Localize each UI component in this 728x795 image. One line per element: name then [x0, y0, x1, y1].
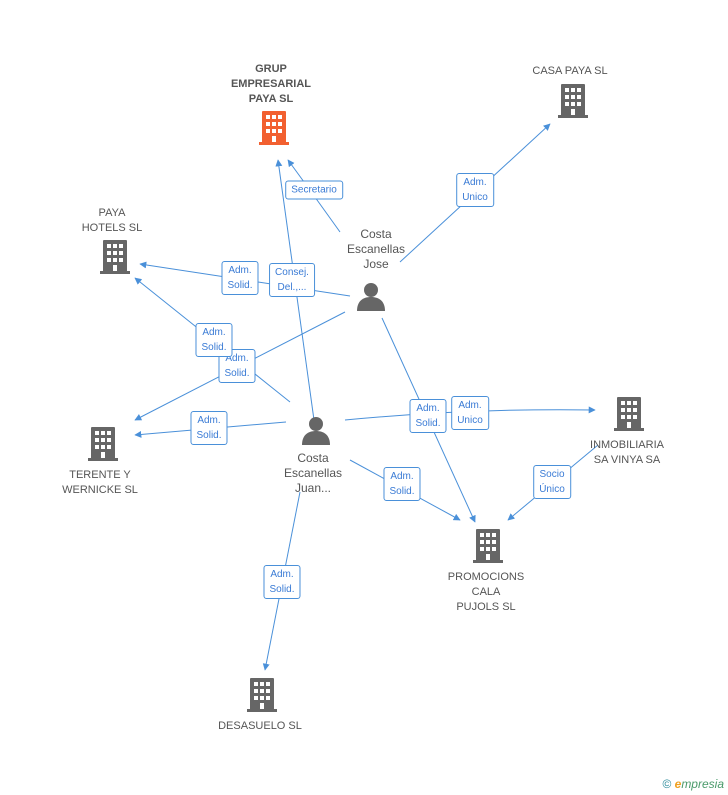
edge-label-line: Del.,... — [277, 282, 307, 293]
edge-label-line: Adm. — [228, 265, 252, 276]
hotels-node-label[interactable]: PAYA HOTELS SL — [82, 206, 143, 236]
node-label-line: Jose — [363, 257, 389, 271]
edge-label-line: Adm. — [197, 415, 221, 426]
edge-label-line: Consej. — [275, 267, 309, 278]
edge-label-line: Solid. — [389, 486, 415, 497]
casa-node-label[interactable]: CASA PAYA SL — [532, 64, 607, 79]
grup-node-label[interactable]: GRUP EMPRESARIAL PAYA SL — [231, 62, 311, 107]
node-label-line: Escanellas — [283, 466, 343, 480]
edge-label-jose-to-grup[interactable]: Secretario — [285, 180, 343, 200]
edge-label-line: Adm. — [202, 327, 226, 338]
edge-label-line: Solid. — [227, 280, 253, 291]
hotels-building-icon[interactable] — [100, 240, 130, 274]
node-label-line: PAYA SL — [248, 93, 294, 105]
node-label-line: Escanellas — [346, 242, 406, 256]
edge-label-line: Solid. — [415, 418, 441, 429]
edge-label-juan-to-desasuelo[interactable]: Adm. Solid. — [263, 565, 301, 599]
promo-node-label[interactable]: PROMOCIONS CALA PUJOLS SL — [448, 570, 524, 615]
promo-building-icon[interactable] — [473, 529, 503, 563]
edge-label-line: Adm. — [390, 471, 414, 482]
node-label-line: Costa — [360, 227, 392, 241]
jose-person-icon[interactable] — [357, 283, 385, 311]
node-label-line: GRUP — [255, 63, 287, 75]
desasuelo-building-icon[interactable] — [247, 678, 277, 712]
edge-label-line: Socio — [539, 469, 565, 480]
node-label-line: WERNICKE SL — [62, 484, 138, 496]
edge-label-line: Secretario — [291, 184, 337, 196]
node-label-line: PAYA — [98, 207, 126, 219]
inmob-node-label[interactable]: INMOBILIARIA SA VINYA SA — [590, 438, 664, 468]
juan-person-icon[interactable] — [302, 417, 330, 445]
node-label-line: Juan... — [294, 481, 332, 495]
node-label-line: TERENTE Y — [69, 469, 131, 481]
node-label-line: PROMOCIONS — [447, 571, 525, 583]
terente-node-label[interactable]: TERENTE Y WERNICKE SL — [62, 468, 138, 498]
edge-label-line: Adm. — [416, 403, 440, 414]
edge-label-juan-to-promo[interactable]: Adm. Solid. — [383, 467, 421, 501]
edge-label-line: Adm. — [270, 569, 294, 580]
edge-label-line: Adm. — [458, 400, 482, 411]
node-label-line: DESASUELO SL — [218, 720, 302, 732]
edge-label-line: Unico — [457, 415, 483, 426]
edge-label-line: Adm. — [225, 353, 249, 364]
edge-label-juan-to-hotels[interactable]: Adm. Solid. — [195, 323, 233, 357]
node-label-line: SA VINYA SA — [593, 454, 661, 466]
terente-building-icon[interactable] — [88, 427, 118, 461]
edge-label-jose-to-promo[interactable]: Adm. Solid. — [409, 399, 447, 433]
copyright-symbol: © — [662, 777, 672, 791]
node-label-line: CASA PAYA SL — [532, 65, 608, 77]
brand-name: mpresia — [681, 777, 724, 791]
edge-label-line: Adm. — [463, 177, 487, 188]
nodes-layer — [88, 84, 644, 712]
empresia-logo[interactable]: © empresia — [662, 777, 724, 791]
edge-label-juan-to-grup[interactable]: Consej. Del.,... — [269, 263, 315, 297]
node-label-line: INMOBILIARIA — [590, 439, 664, 451]
edge-label-line: Solid. — [201, 342, 227, 353]
edge-label-juan-to-inmob[interactable]: Adm. Unico — [451, 396, 489, 430]
casa-building-icon[interactable] — [558, 84, 588, 118]
edge-label-line: Unico — [462, 192, 488, 203]
grup-building-icon[interactable] — [259, 111, 289, 145]
edge-label-line: Único — [539, 484, 565, 495]
node-label-line: EMPRESARIAL — [230, 78, 312, 90]
inmob-building-icon[interactable] — [614, 397, 644, 431]
edges-layer — [134, 123, 599, 671]
edge-label-jose-to-hotels[interactable]: Adm. Solid. — [221, 261, 259, 295]
edge-label-jose-to-casa[interactable]: Adm. Unico — [456, 173, 494, 207]
node-label-line: Costa — [297, 451, 329, 465]
desasuelo-node-label[interactable]: DESASUELO SL — [218, 719, 302, 734]
edge-label-line: Solid. — [196, 430, 222, 441]
edge-label-line: Solid. — [224, 368, 250, 379]
node-label-line: CALA — [471, 586, 501, 598]
node-label-line: PUJOLS SL — [456, 601, 516, 613]
node-label-line: HOTELS SL — [81, 222, 143, 234]
edge-label-juan-to-terente[interactable]: Adm. Solid. — [190, 411, 228, 445]
edge-label-jose-to-terente[interactable]: Adm. Solid. — [218, 349, 256, 383]
brand-initial: e — [674, 777, 682, 791]
edge-label-line: Solid. — [269, 584, 295, 595]
